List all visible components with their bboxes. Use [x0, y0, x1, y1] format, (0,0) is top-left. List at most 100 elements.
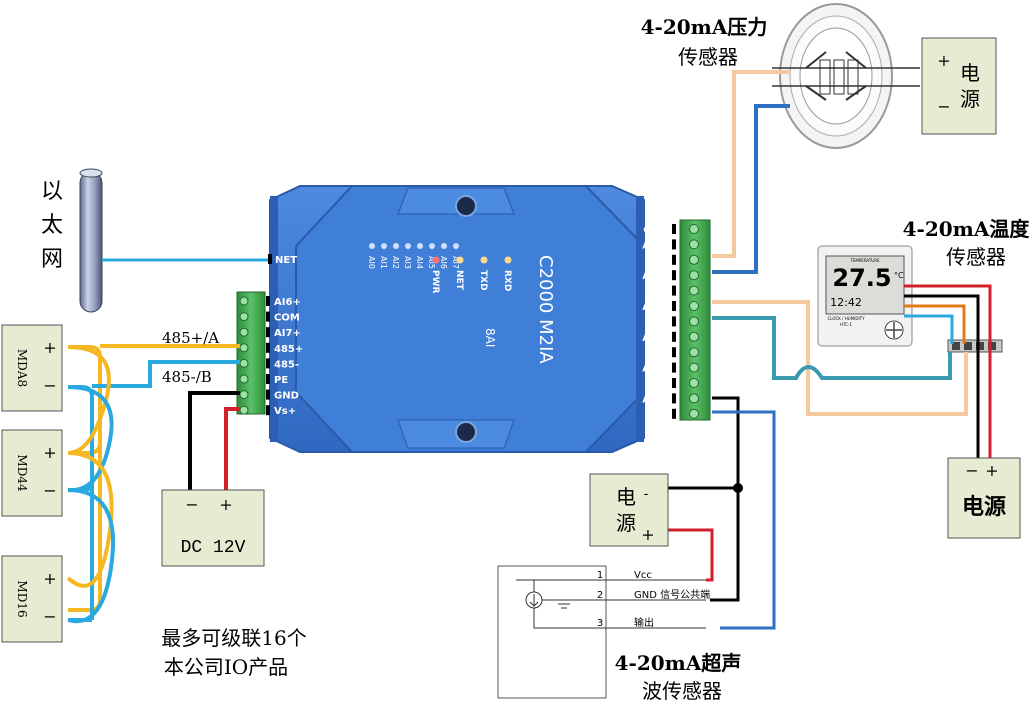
module-lid — [295, 185, 645, 453]
led-label: AI0 — [367, 256, 376, 269]
label-485-a: 485+/A — [162, 329, 219, 347]
terminal-screw — [689, 316, 699, 327]
left-terminal-label: 485- — [274, 359, 299, 370]
ultra-power-label-2: 源 — [616, 511, 636, 535]
terminal-tab — [266, 358, 270, 369]
dc-plus: + — [219, 495, 232, 514]
pressure-power-label-1: 电 — [960, 61, 980, 85]
status-led-label: PWR — [430, 270, 440, 294]
temp-power-minus: − — [965, 461, 978, 480]
ethernet-label-3: 网 — [41, 247, 63, 272]
terminal-tab — [266, 311, 270, 322]
led-dot — [393, 243, 399, 249]
terminal-screw — [689, 285, 699, 296]
terminal-tab — [672, 285, 676, 296]
ultra-pin-number: 1 — [597, 570, 603, 581]
led-label: AI2 — [391, 256, 400, 269]
terminal-tab — [672, 224, 676, 234]
right-terminals: COMAI5+AI5-AI4+AI4-AI3+AI3-AI2+AI2-AI1+A… — [642, 224, 699, 421]
temp-title-2: 传感器 — [946, 245, 1006, 269]
terminal-screw — [239, 405, 249, 415]
right-terminal-label: AI3- — [646, 317, 669, 328]
terminal-screw — [689, 347, 699, 358]
terminal-screw — [239, 390, 249, 400]
status-led-row: PWR NET TXD RXD — [430, 256, 512, 294]
terminal-tab — [266, 296, 270, 306]
label-485-b: 485-/B — [162, 368, 212, 386]
ultra-power-label-1: 电 — [616, 485, 636, 509]
pressure-power-box — [921, 37, 997, 135]
cascade-device-minus: − — [43, 376, 56, 395]
status-led-dot — [480, 256, 488, 264]
net-port-label: NET — [275, 255, 297, 266]
wire-bus-loop-2 — [66, 451, 114, 588]
terminal-screw — [689, 270, 699, 281]
temp-time: 12:42 — [830, 296, 862, 309]
pressure-sensor: 4-20mA压力 传感器 — [641, 3, 920, 149]
cascade-device-name: MD44 — [15, 454, 29, 492]
terminal-tab — [672, 301, 676, 311]
right-terminal-label: COM — [643, 225, 669, 236]
terminal-screw — [689, 254, 699, 265]
wire-temp-red — [904, 284, 992, 458]
rs485-wires: 485+/A 485-/B — [66, 329, 240, 624]
cascade-device-box — [1, 324, 63, 412]
right-terminal-label: AI1+ — [642, 364, 669, 375]
temp-unit: °C — [894, 271, 904, 280]
pressure-power-plus: + — [937, 51, 950, 70]
terminal-screw — [689, 362, 699, 373]
junction-dot — [733, 483, 743, 493]
wire-vs-red — [224, 407, 240, 490]
left-terminal-label: 485+ — [274, 344, 303, 355]
ultra-power-minus: - — [644, 486, 649, 502]
status-led-label: NET — [454, 270, 464, 291]
pressure-title-1: 4-20mA压力 — [641, 15, 768, 39]
cascade-device-plus: + — [43, 569, 56, 588]
cascade-device-plus: + — [43, 338, 56, 357]
temp-power: − + 电源 — [947, 457, 1021, 539]
terminal-screw — [239, 312, 249, 322]
wire-temp-teal — [712, 316, 952, 380]
terminal-tab — [672, 270, 676, 281]
status-led-label: TXD — [478, 270, 488, 291]
status-led-dot — [456, 256, 464, 264]
temp-display-top: TEMPERATURE — [849, 258, 880, 263]
terminal-tab — [672, 378, 676, 388]
led-label: AI4 — [415, 256, 424, 269]
led-dot — [429, 243, 435, 249]
led-label: AI5 — [427, 256, 436, 269]
cascade-device-box — [1, 429, 63, 517]
led-label: AI1 — [379, 256, 388, 269]
temp-power-label: 电源 — [962, 494, 1006, 520]
ultra-pin-name: 输出 — [634, 616, 654, 629]
terminal-tab — [672, 347, 676, 358]
terminal-screw — [239, 343, 249, 353]
temp-terminal-strip — [947, 339, 1003, 353]
wire-bus-loop-b — [67, 385, 114, 493]
terminal-screw — [689, 408, 699, 419]
temp-power-box — [947, 457, 1021, 539]
wire-pressure-blue — [712, 104, 790, 274]
pressure-bar — [772, 67, 920, 87]
led-label: AI7 — [451, 256, 460, 269]
led-dot — [369, 243, 375, 249]
pressure-title-2: 传感器 — [678, 45, 738, 69]
right-terminal-label: AI1- — [646, 379, 669, 390]
left-terminal-label: PE — [274, 375, 288, 386]
left-terminal-label: AI6+ — [274, 297, 301, 308]
terminal-screw — [689, 393, 699, 404]
left-terminal-label: Vs+ — [274, 406, 296, 417]
ultra-pin-number: 2 — [597, 590, 603, 601]
wire-ultra-blue — [712, 410, 776, 630]
wire-pressure-peach — [712, 70, 790, 258]
wire-485-a — [68, 344, 240, 612]
terminal-tab — [266, 405, 270, 416]
temp-reading: 27.5 — [832, 264, 891, 292]
led-dot — [417, 243, 423, 249]
wire-ultra-red — [668, 528, 714, 582]
led-dot — [405, 243, 411, 249]
status-led-label: RXD — [502, 270, 512, 291]
cascade-device-plus: + — [43, 443, 56, 462]
